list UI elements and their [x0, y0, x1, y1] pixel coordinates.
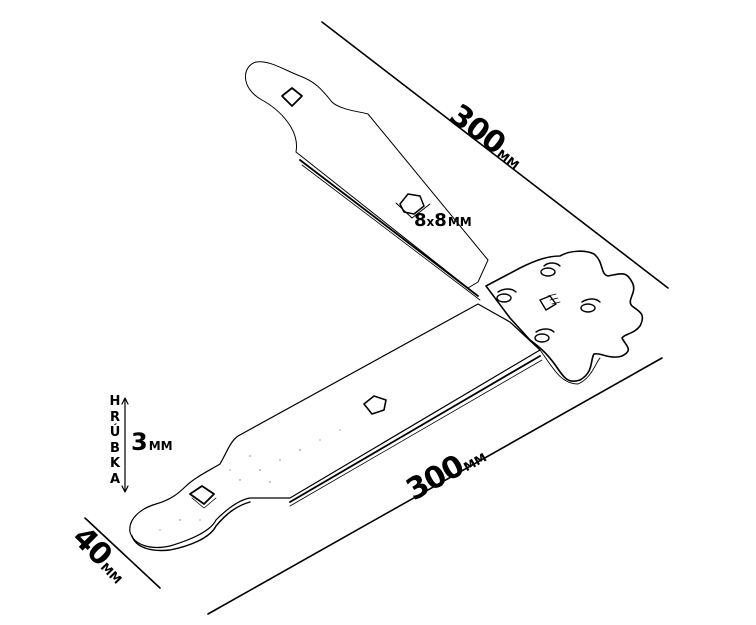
- hole-size-unit: MM: [447, 215, 472, 229]
- thickness-letter: H: [109, 394, 121, 409]
- lower-strap: [129, 303, 541, 549]
- star-plate: [485, 250, 644, 382]
- star-plate-holes: [496, 262, 601, 343]
- thickness-letter: K: [109, 456, 121, 471]
- thickness-letter: R: [109, 409, 120, 425]
- thickness-letter: A: [109, 471, 121, 487]
- dimension-line-upper: [321, 21, 669, 289]
- thickness-letter: B: [110, 440, 120, 456]
- thickness-value: 3: [131, 428, 148, 456]
- hole-size-a: 8: [414, 210, 427, 231]
- thickness-caption: H R Ú B K A: [108, 394, 122, 487]
- dimension-line-lower: [207, 357, 663, 615]
- lower-end-hole: [189, 485, 215, 505]
- dimension-line-width: [84, 517, 161, 589]
- hole-size-label: 8x8MM: [414, 212, 472, 230]
- thickness-letter: Ú: [109, 425, 121, 440]
- upper-strap: [245, 61, 489, 289]
- surface-texture: [159, 429, 341, 531]
- upper-middle-hole: [399, 193, 425, 215]
- thickness-unit: MM: [148, 439, 173, 453]
- upper-end-hole: [281, 87, 303, 107]
- thickness-label: 3MM: [131, 430, 173, 454]
- lower-middle-hole: [363, 395, 387, 415]
- hole-size-b: 8: [434, 210, 447, 231]
- hole-size-separator: x: [426, 215, 435, 229]
